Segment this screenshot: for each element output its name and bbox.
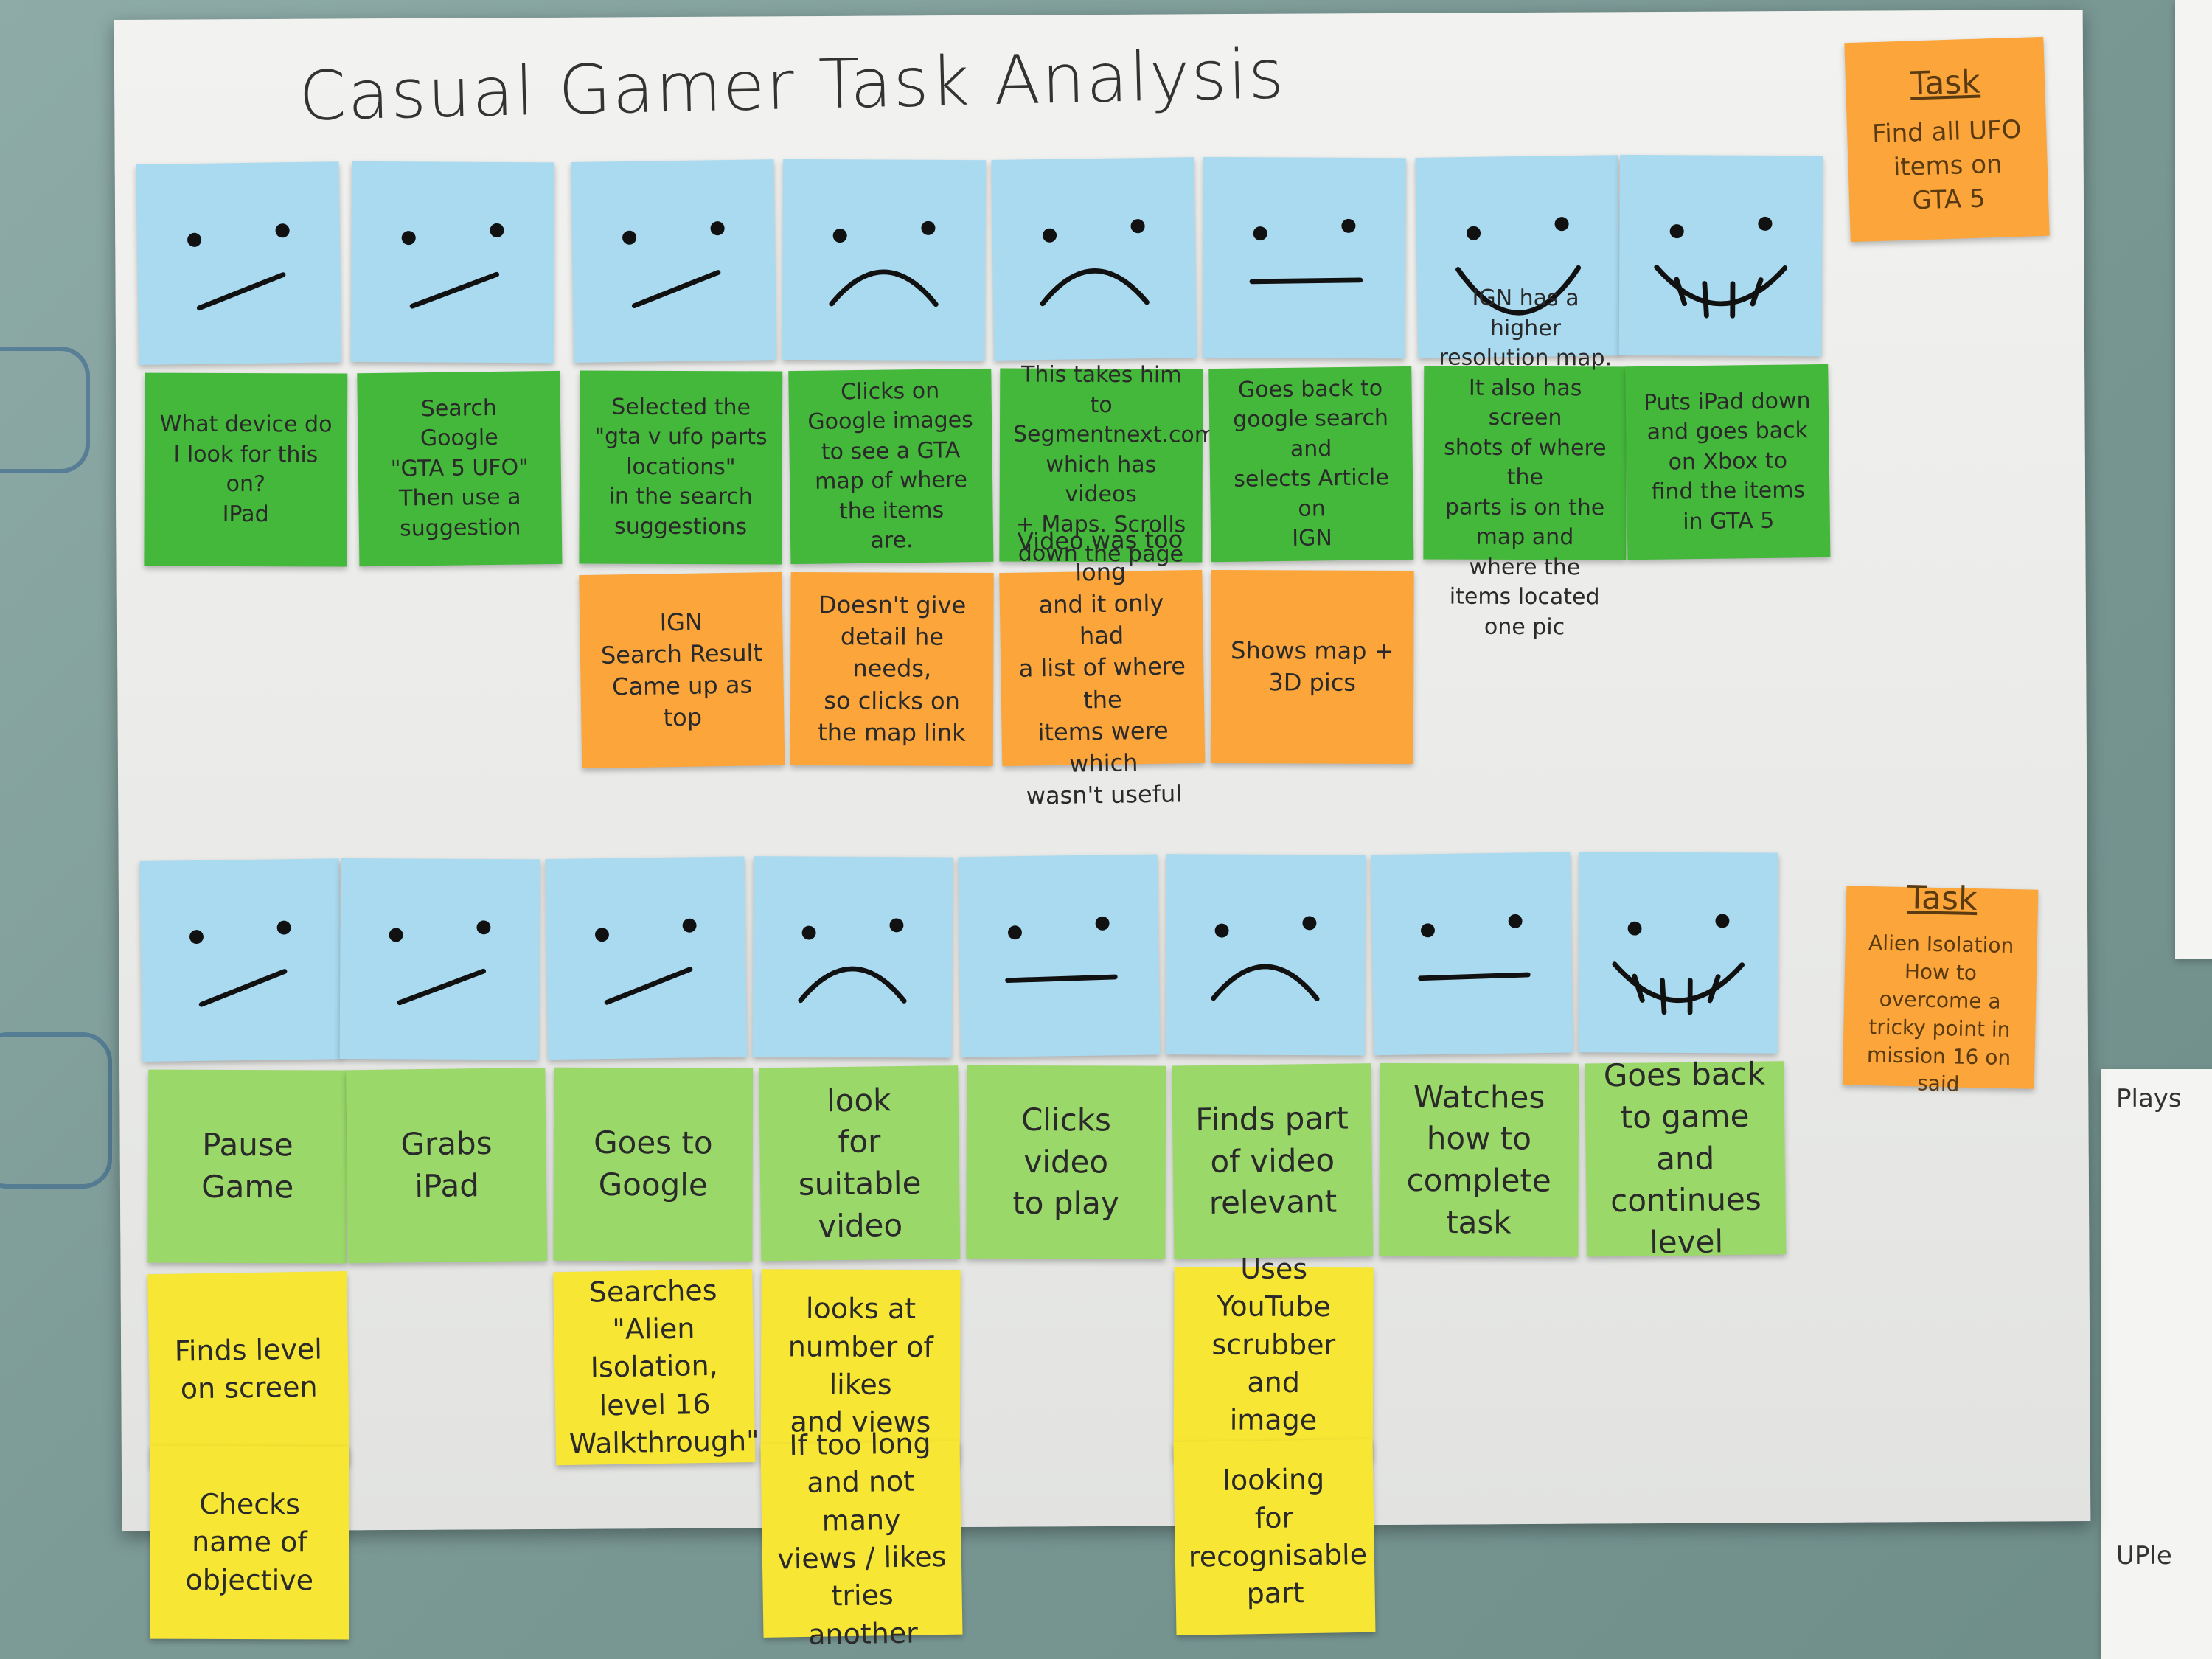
wall-marker-scribble [0,347,90,473]
side-sheet-top-text: Plays [2116,1084,2182,1113]
detail-note: Finds level on screen [147,1270,350,1468]
action-note: Goes back to google search and selects A… [1208,366,1414,563]
neutral-frown-icon [622,221,725,309]
neutral-face-icon [1418,914,1531,981]
neutral-frown-icon [595,918,697,1005]
action-note: Clicks video to play [966,1065,1166,1259]
face-note [1578,852,1779,1054]
face-note [1165,854,1366,1056]
face-note [350,161,555,364]
face-note [958,854,1161,1058]
face-note [1202,156,1407,359]
page-title: Casual Gamer Task Analysis [298,35,1287,136]
action-note: Selected the "gta v ufo parts locations"… [579,370,783,565]
sad-face-icon [798,918,907,1004]
task-heading: Task [1909,63,1981,103]
face-note [139,858,342,1062]
neutral-frown-icon [189,920,291,1007]
wall-marker-scribble [0,1032,112,1189]
face-note [339,858,540,1060]
action-note: What device do I look for this on? IPad [144,372,348,567]
side-sheet: Plays UPle [2101,1069,2212,1659]
detail-note: Doesn't give detail he needs, so clicks … [790,572,994,766]
detail-note: Shows map + 3D pics [1210,570,1414,764]
detail-note: Searches "Alien Isolation, level 16 Walk… [553,1269,759,1466]
poster-board: Casual Gamer Task Analysis What device d… [114,10,2091,1650]
face-note [782,159,987,361]
action-note: Finds part of video relevant [1172,1063,1374,1259]
action-note: Clicks on Google images to see a GTA map… [788,368,994,565]
face-note [545,856,748,1060]
face-note [1371,852,1573,1056]
action-note: Grabs iPad [346,1068,548,1264]
face-note [1415,155,1621,358]
grin-face-icon [1612,914,1745,1015]
grin-face-icon [1654,216,1788,319]
detail-note: Video was too long and it only had a lis… [999,525,1206,810]
action-note: Goes back to game and continues level [1585,1056,1787,1260]
task-body: Alien Isolation How to overcome a tricky… [1866,931,2014,1096]
face-note [136,161,342,366]
action-note: Pause Game [147,1069,348,1264]
neutral-frown-icon [389,920,491,1006]
face-note [1618,154,1823,357]
action-note: Puts iPad down and goes back on Xbox to … [1625,364,1831,560]
face-note [991,157,1197,361]
detail-note: Checks name of objective [150,1445,349,1640]
detail-note: If too long and not many views / likes t… [760,1427,963,1650]
action-note: IGN has a higher resolution map. It also… [1423,285,1627,640]
action-note: Watches how to complete task [1379,1062,1579,1257]
detail-note: Uses YouTube scrubber and image thumbnai… [1173,1253,1374,1475]
detail-note: looking for recognisable part [1173,1439,1376,1635]
smile-face-icon [1455,217,1582,316]
side-sheet-bottom-text: UPle [2116,1541,2172,1571]
task-heading: Task [1907,879,1978,918]
neutral-face-icon [1005,916,1118,984]
neutral-face-icon [1249,218,1363,285]
neutral-frown-icon [401,223,504,309]
sad-face-icon [1211,916,1320,1001]
face-note [571,159,777,363]
face-note [752,856,953,1058]
action-note: look for suitable video [759,1065,961,1262]
task-body: Find all UFO items on GTA 5 [1871,114,2022,216]
neutral-frown-icon [187,223,290,311]
side-sheet-top [2175,0,2212,959]
action-note: Goes to Google [553,1067,754,1262]
sad-face-icon [829,220,939,307]
action-note: Search Google "GTA 5 UFO" Then use a sug… [357,370,563,567]
detail-note: IGN Search Result Came up as top [579,571,785,769]
sad-face-icon [1040,219,1150,307]
